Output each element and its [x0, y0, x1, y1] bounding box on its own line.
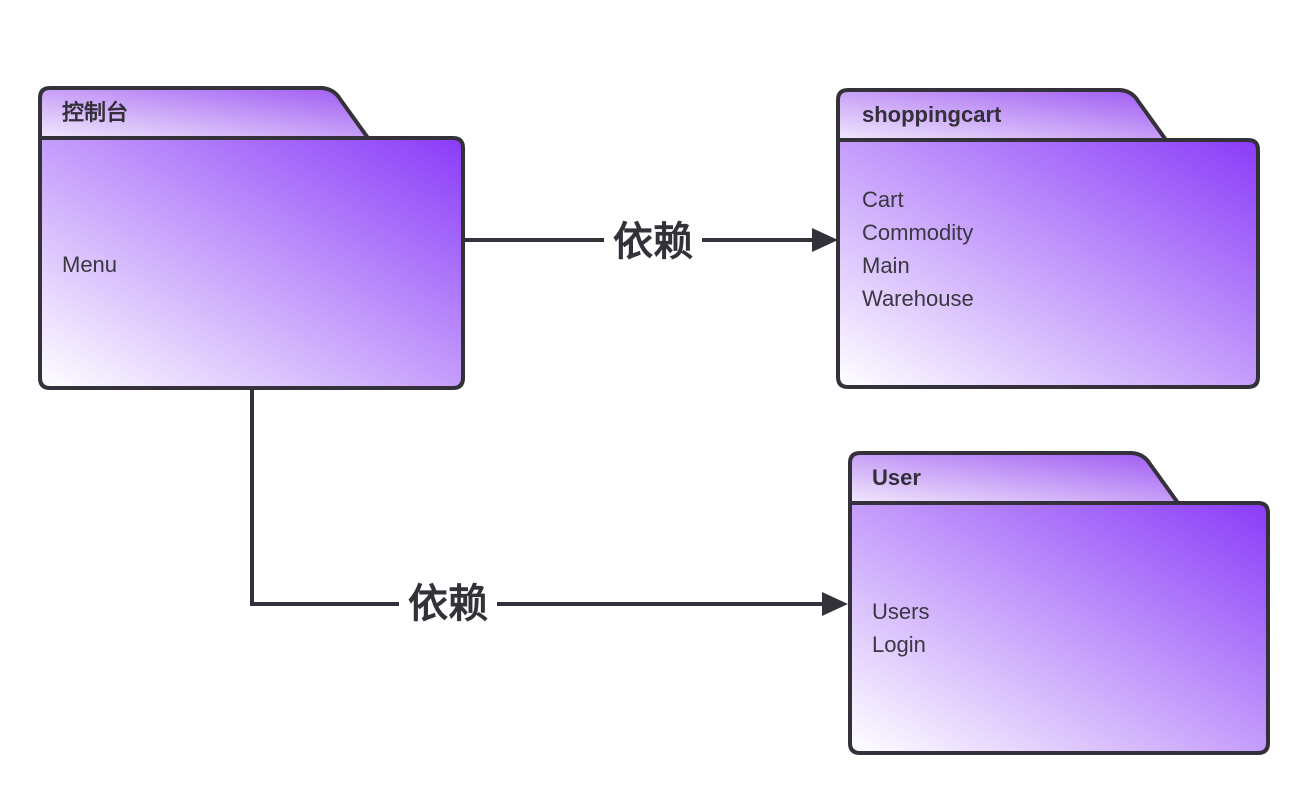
- package-item-commodity: Commodity: [862, 220, 974, 245]
- package-item-menu: Menu: [62, 252, 118, 277]
- package-title-shoppingcart: shoppingcart: [862, 102, 1002, 127]
- package-title-console: 控制台: [62, 100, 129, 125]
- package-body-shoppingcart[interactable]: [836, 138, 1260, 389]
- package-items-user: Users Login: [872, 595, 929, 661]
- package-tab-shoppingcart[interactable]: [836, 88, 1168, 142]
- arrowhead-icon: [822, 592, 848, 616]
- edge-label-dependency-user: 依赖: [399, 582, 497, 626]
- package-items-shoppingcart: Cart Commodity Main Warehouse: [862, 183, 974, 315]
- package-node-user[interactable]: [848, 451, 1270, 755]
- dependency-edge-console-user[interactable]: [250, 388, 848, 616]
- package-title-user: User: [872, 465, 921, 490]
- package-tab-user[interactable]: [848, 451, 1180, 505]
- package-item-login: Login: [872, 632, 926, 657]
- package-node-shoppingcart[interactable]: [836, 88, 1260, 389]
- edge-line: [250, 388, 826, 606]
- arrowhead-icon: [812, 228, 838, 252]
- package-item-warehouse: Warehouse: [862, 286, 974, 311]
- package-body-user[interactable]: [848, 501, 1270, 755]
- package-body-console[interactable]: [38, 136, 465, 390]
- package-node-console[interactable]: [38, 86, 465, 390]
- edge-label-dependency-shoppingcart: 依赖: [604, 220, 702, 264]
- package-tab-console[interactable]: [38, 86, 370, 140]
- package-item-main: Main: [862, 253, 910, 278]
- package-item-users: Users: [872, 599, 930, 624]
- package-item-cart: Cart: [862, 187, 904, 212]
